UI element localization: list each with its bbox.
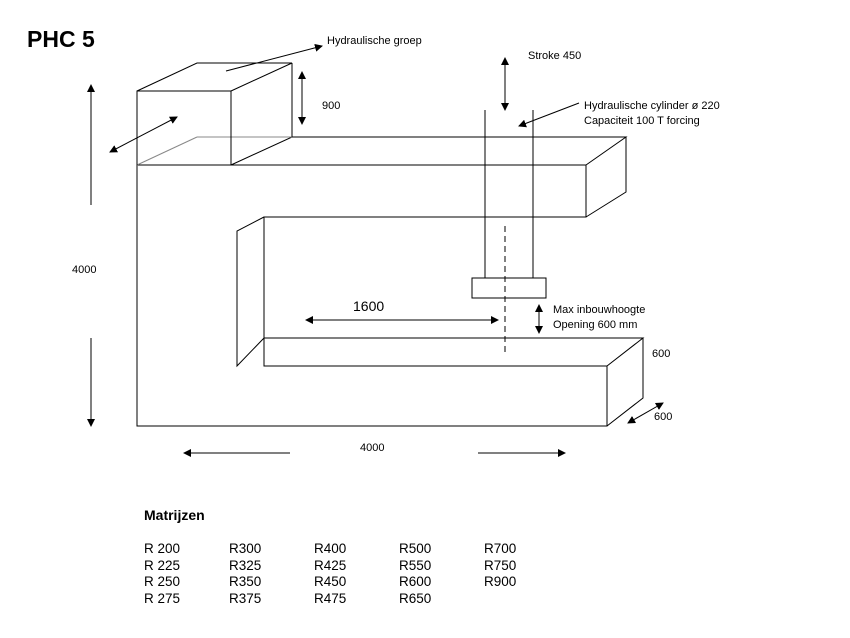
matrix-size: R650 [399, 590, 432, 606]
matrix-size: R475 [314, 590, 347, 606]
opening-label-line2: Opening 600 mm [553, 319, 638, 331]
cylinder-label-line2: Capaciteit 100 T forcing [584, 115, 700, 127]
matrix-size: R425 [314, 557, 347, 573]
matrix-size: R750 [484, 557, 517, 573]
matrices-column: R500 R550 R600 R650 [399, 541, 484, 607]
matrix-size: R 275 [144, 590, 181, 606]
matrices-column: R 200 R 225 R 250 R 275 [144, 541, 229, 607]
base-height-label: 600 [652, 348, 671, 360]
matrices-title: Matrijzen [144, 507, 205, 523]
matrices-grid: R 200 R 225 R 250 R 275 R300 R325 R350 R… [144, 541, 569, 607]
matrix-size: R550 [399, 557, 432, 573]
stroke-label: Stroke 450 [528, 50, 582, 62]
hydraulic-group-label: Hydraulische groep [327, 35, 422, 47]
matrix-size: R375 [229, 590, 262, 606]
matrices-column: R400 R425 R450 R475 [314, 541, 399, 607]
group-height-label: 900 [322, 100, 341, 112]
cylinder [471, 110, 547, 352]
width-label: 4000 [360, 442, 385, 454]
frame-front-face [136, 164, 608, 427]
press-ram [471, 277, 547, 299]
matrix-size: R700 [484, 541, 517, 556]
matrix-size: R900 [484, 574, 517, 589]
matrix-size: R325 [229, 557, 262, 573]
base-end [606, 338, 644, 427]
reach-label: 1600 [353, 298, 385, 314]
upper-arm-end [585, 137, 627, 218]
matrix-size: R300 [229, 541, 262, 556]
matrix-size: R500 [399, 541, 432, 556]
base-depth-label: 600 [654, 411, 673, 423]
matrix-size: R 200 [144, 541, 181, 556]
matrix-size: R450 [314, 574, 347, 589]
matrices-column: R300 R325 R350 R375 [229, 541, 314, 607]
matrices-column: R700 R750 R900 [484, 541, 569, 607]
dimension-arrows [87, 43, 664, 457]
c-frame [136, 136, 645, 427]
matrix-size: R 250 [144, 574, 181, 589]
matrix-size: R600 [399, 574, 432, 589]
page-title: PHC 5 [27, 26, 95, 52]
matrix-size: R350 [229, 574, 262, 589]
height-label: 4000 [72, 264, 97, 276]
upper-arm-top [230, 136, 628, 166]
matrix-size: R 225 [144, 557, 181, 573]
matrix-size: R400 [314, 541, 347, 556]
hydraulic-group-box [136, 62, 293, 165]
cylinder-label-line1: Hydraulische cylinder ø 220 [584, 100, 720, 112]
opening-label-line1: Max inbouwhoogte [553, 304, 646, 316]
throat-inner [236, 216, 645, 368]
